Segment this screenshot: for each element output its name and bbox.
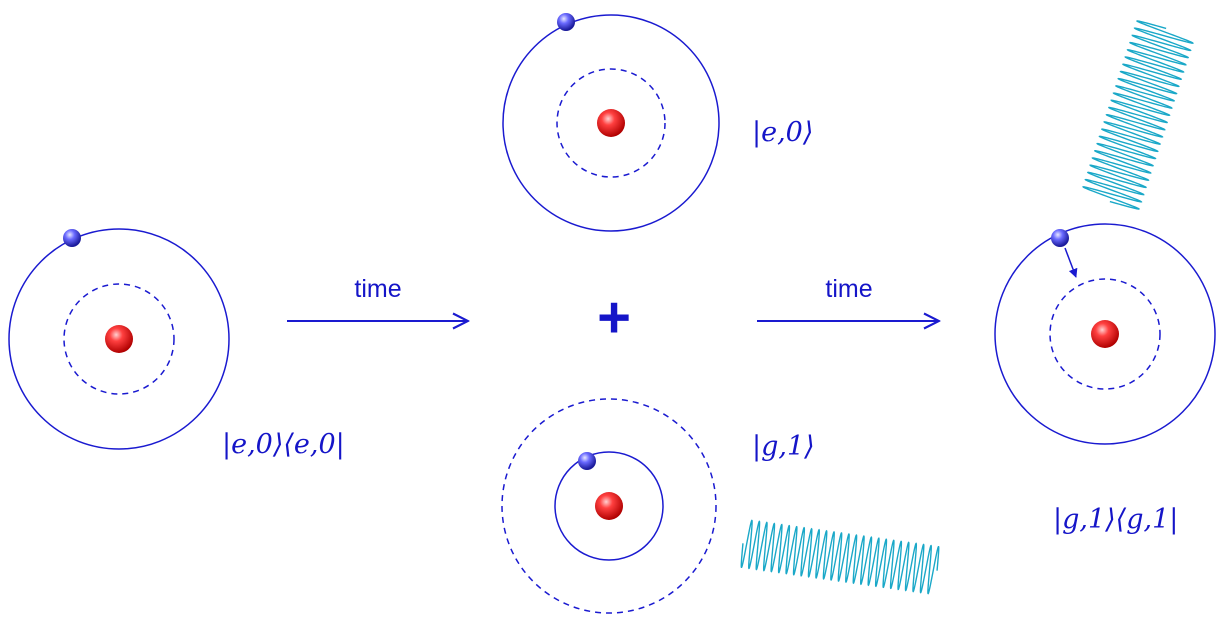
electron <box>578 452 596 470</box>
state-label-excited: |e,0⟩ <box>752 117 813 148</box>
atom-excited <box>502 13 720 232</box>
photon-wave-bottom <box>740 519 940 595</box>
photon-wave-top <box>1082 20 1194 210</box>
inner-orbit-dashed <box>63 283 175 395</box>
nucleus <box>1091 320 1119 348</box>
electron <box>1051 229 1069 247</box>
time-arrow-left: time <box>287 275 468 321</box>
state-label-ground-photon: |g,1⟩ <box>752 431 815 462</box>
nucleus <box>105 325 133 353</box>
outer-orbit <box>994 223 1216 445</box>
wave-path <box>740 519 940 595</box>
outer-orbit <box>502 14 720 232</box>
transition-arrow <box>1064 247 1078 278</box>
electron <box>63 229 81 247</box>
nucleus <box>595 492 623 520</box>
nucleus <box>597 109 625 137</box>
atom-final <box>994 223 1216 445</box>
plus-sign: + <box>597 285 631 350</box>
atom-ground <box>501 398 717 614</box>
outer-orbit-dashed <box>501 398 717 614</box>
inner-orbit-dashed <box>1049 278 1161 390</box>
electron <box>557 13 575 31</box>
state-label-final: |g,1⟩⟨g,1| <box>1053 504 1178 535</box>
arrow-label: time <box>354 275 401 303</box>
arrow-label: time <box>825 275 872 303</box>
inner-orbit-dashed <box>556 68 666 178</box>
atom-initial <box>8 228 230 450</box>
wave-path <box>1082 20 1194 210</box>
inner-orbit <box>554 451 664 561</box>
time-arrow-right: time <box>757 275 939 321</box>
outer-orbit <box>8 228 230 450</box>
state-label-initial: |e,0⟩⟨e,0| <box>222 429 345 460</box>
